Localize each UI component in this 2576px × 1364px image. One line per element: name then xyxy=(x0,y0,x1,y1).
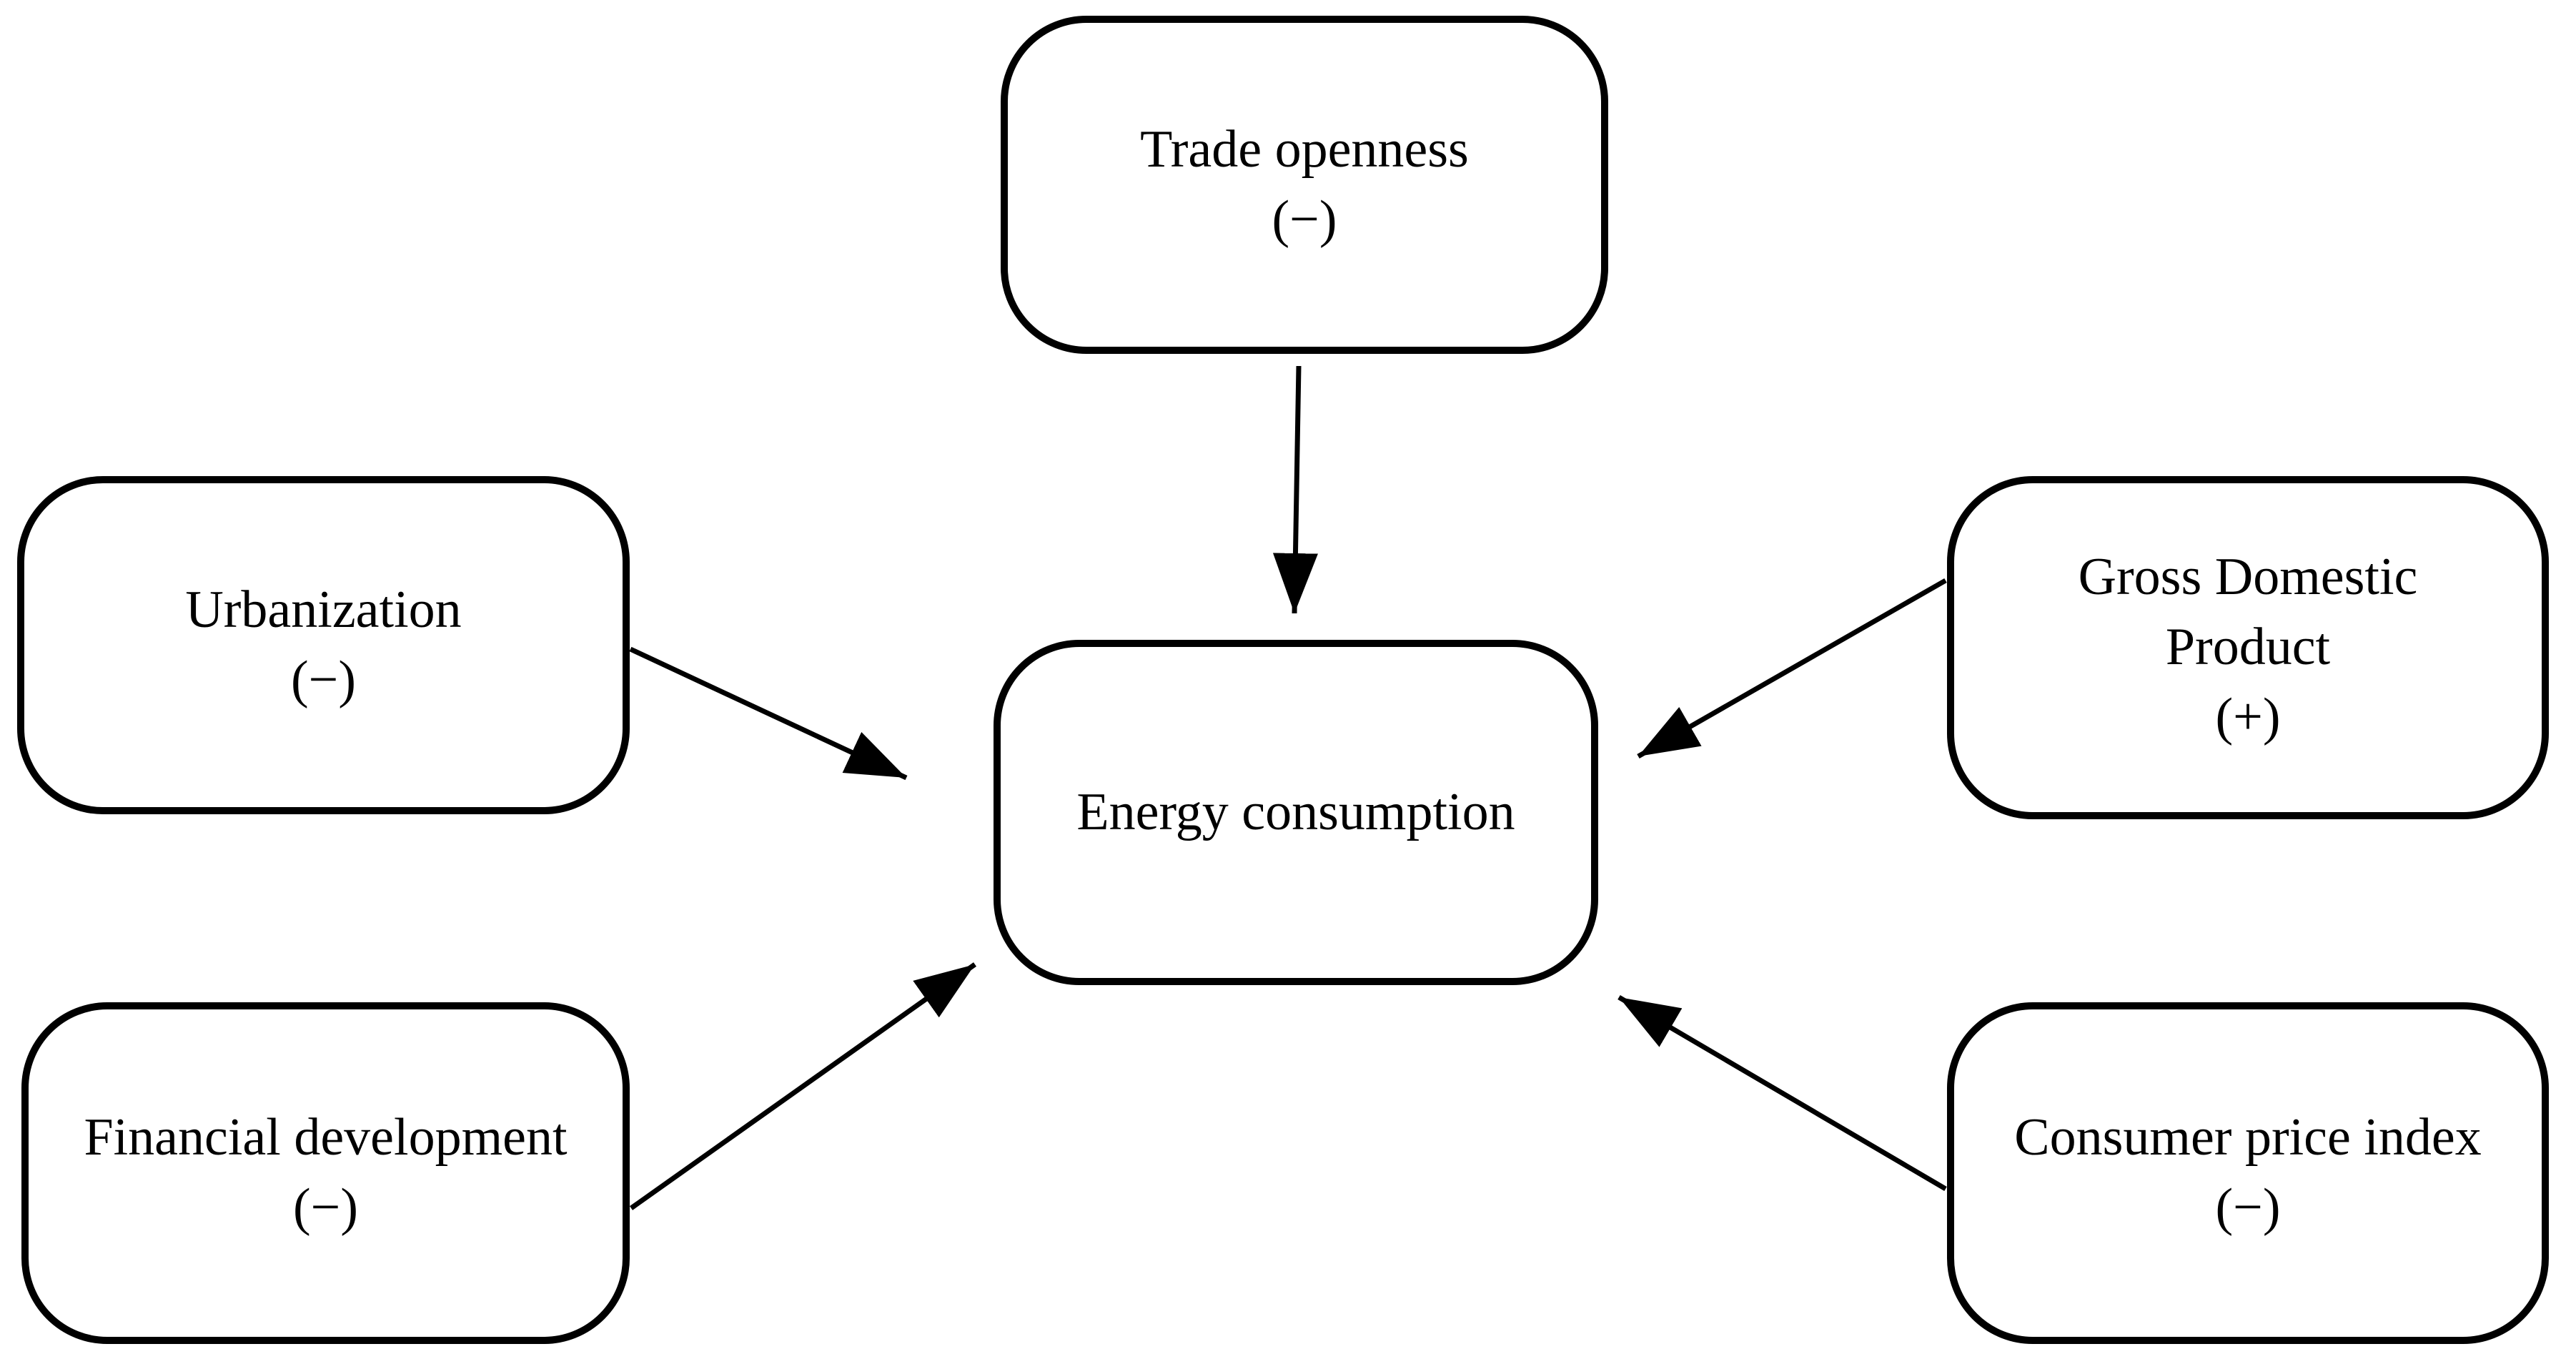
arrow-gdp-to-energy xyxy=(1637,578,1947,759)
node-urbanization: Urbanization (−) xyxy=(17,476,630,814)
node-energy-consumption: Energy consumption xyxy=(994,640,1598,985)
node-financial-development-sign: (−) xyxy=(292,1178,359,1237)
arrow-financial-development-to-energy xyxy=(629,962,977,1210)
node-gross-domestic-product-sign: (+) xyxy=(2215,687,2281,746)
node-consumer-price-index-sign: (−) xyxy=(2215,1178,2281,1237)
arrow-urbanization-to-energy xyxy=(629,646,908,781)
node-financial-development-label: Financial development xyxy=(84,1108,568,1167)
node-trade-openness: Trade openness (−) xyxy=(1001,16,1608,354)
node-gross-domestic-product-label: Gross Domestic Product xyxy=(2078,548,2418,677)
node-energy-consumption-label: Energy consumption xyxy=(1076,782,1515,841)
node-gross-domestic-product: Gross Domestic Product (+) xyxy=(1947,476,2549,819)
node-financial-development: Financial development (−) xyxy=(21,1002,630,1344)
arrow-cpi-to-energy xyxy=(1618,994,1947,1192)
node-urbanization-sign: (−) xyxy=(290,650,357,709)
node-urbanization-label: Urbanization xyxy=(185,580,462,639)
node-consumer-price-index-label: Consumer price index xyxy=(2014,1108,2482,1167)
node-trade-openness-label: Trade openness xyxy=(1140,119,1469,179)
node-consumer-price-index: Consumer price index (−) xyxy=(1947,1002,2549,1344)
arrow-trade-openness-to-energy xyxy=(1272,365,1318,614)
node-trade-openness-sign: (−) xyxy=(1272,189,1337,249)
